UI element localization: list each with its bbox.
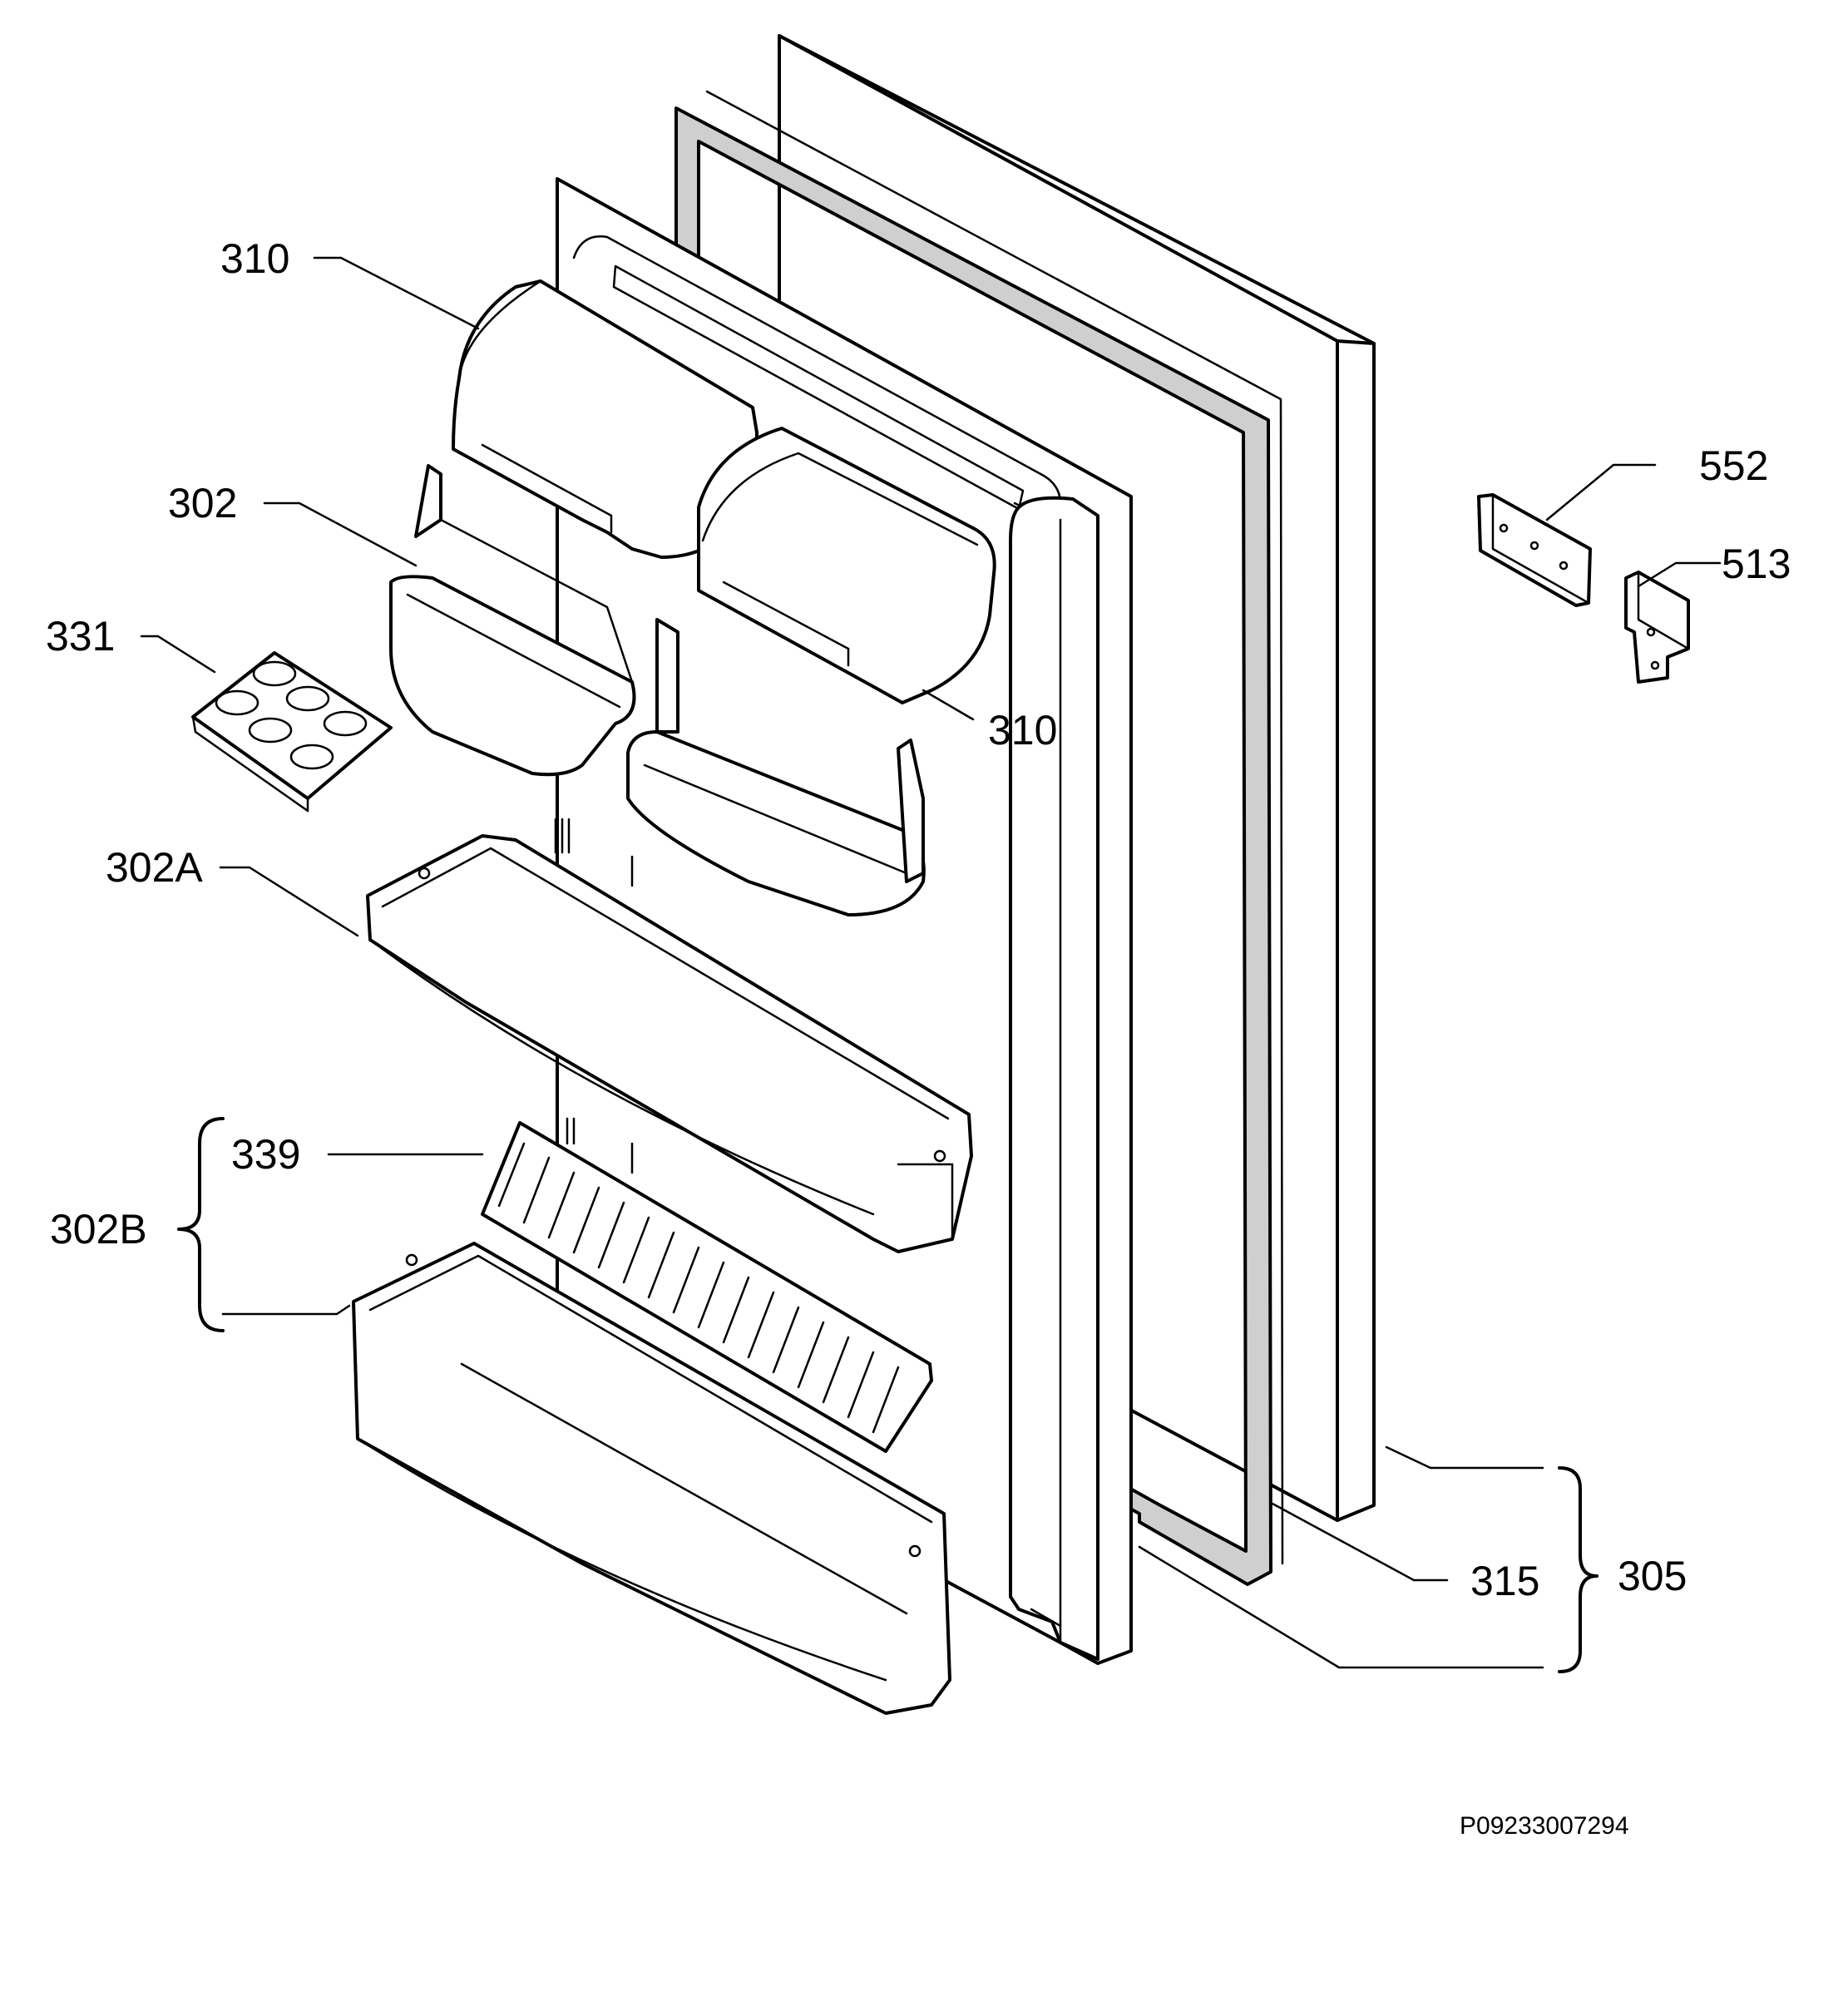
door-bin-302-right [626,618,926,916]
label-302: 302 [168,480,237,526]
label-315: 315 [1470,1558,1539,1604]
door-bin-302-left [389,464,636,777]
reference-code: P09233007294 [1460,1812,1629,1840]
egg-tray [191,651,393,813]
leader-lines [140,256,1722,1669]
door-bin-302A [366,834,973,1253]
label-305: 305 [1618,1553,1687,1599]
braces [177,1117,1598,1673]
part-labels: 310 302 331 310 302A 339 302B 552 513 31… [46,235,1791,1840]
hinge-bracket-513 [1624,571,1690,684]
door-bin-302B [352,1242,951,1715]
label-302A: 302A [106,844,203,891]
label-331: 331 [46,613,115,660]
label-310-lower: 310 [988,707,1057,753]
label-513: 513 [1722,541,1791,587]
dairy-compartment-upper [452,279,758,559]
label-302B: 302B [50,1206,147,1252]
hinge-cover-552 [1477,493,1592,607]
brace-302B [177,1117,225,1332]
label-552: 552 [1699,442,1768,489]
brace-305 [1558,1466,1598,1673]
bottle-retainer-339 [481,1121,933,1453]
label-339: 339 [231,1131,300,1178]
dairy-compartment-lower [697,427,996,704]
label-310-upper: 310 [220,235,289,282]
